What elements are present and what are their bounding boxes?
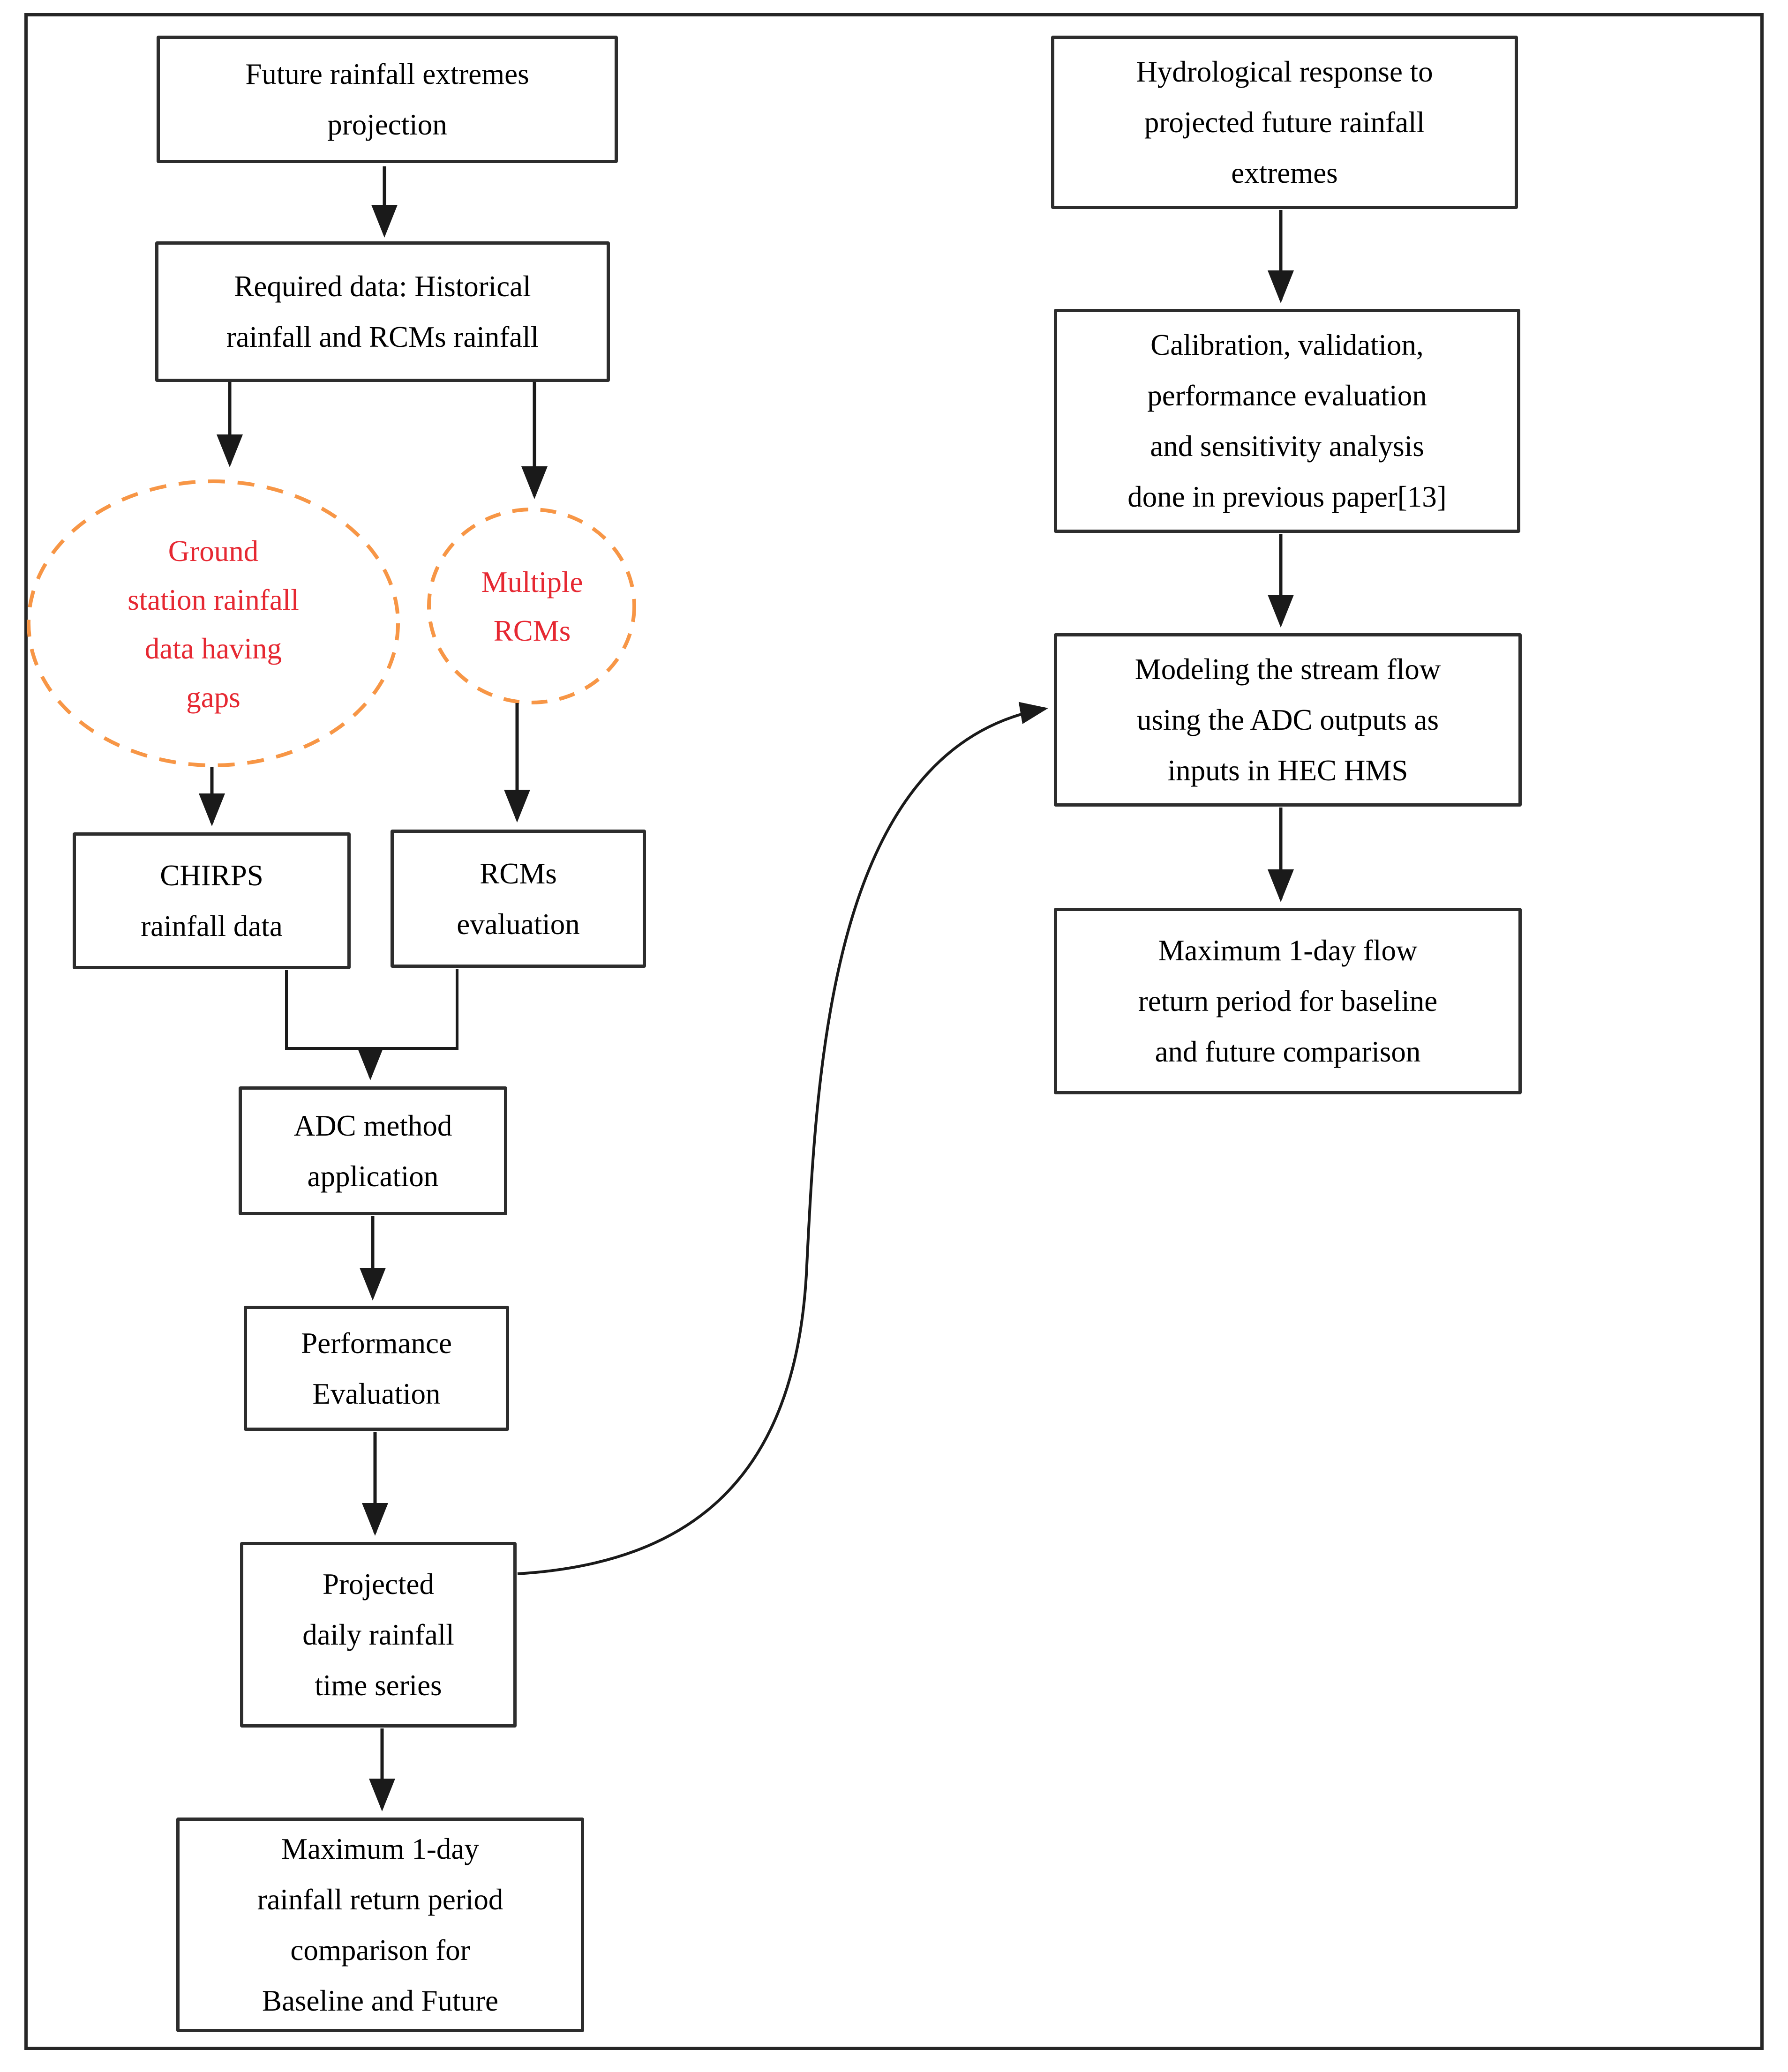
label-ground-station-gaps: Ground station rainfall data having gaps <box>128 535 299 714</box>
multiple-rcms-dashed-circle <box>427 508 636 704</box>
node-max-1day-flow-return: Maximum 1-day flow return period for bas… <box>1054 908 1522 1094</box>
node-future-rainfall-projection: Future rainfall extremes projection <box>157 36 618 163</box>
node-rcms-evaluation: RCMs evaluation <box>391 830 646 968</box>
ground-station-dashed-ellipse <box>27 479 400 767</box>
curved-arrow-projected-to-modeling <box>517 702 1048 1575</box>
merge-connector <box>285 969 458 1050</box>
node-performance-evaluation: Performance Evaluation <box>244 1306 509 1431</box>
node-projected-daily-rainfall: Projected daily rainfall time series <box>240 1542 517 1728</box>
node-modeling-stream-flow: Modeling the stream flow using the ADC o… <box>1054 633 1522 807</box>
node-adc-method-application: ADC method application <box>239 1086 507 1215</box>
node-hydrological-response: Hydrological response to projected futur… <box>1051 36 1518 209</box>
label-multiple-rcms: Multiple RCMs <box>481 566 583 647</box>
node-calibration-validation: Calibration, validation, performance eva… <box>1054 309 1520 533</box>
node-chirps-rainfall-data: CHIRPS rainfall data <box>73 832 351 969</box>
node-max-1day-rainfall-return: Maximum 1-day rainfall return period com… <box>176 1818 584 2032</box>
node-required-data: Required data: Historical rainfall and R… <box>155 241 610 382</box>
figure-border-frame <box>24 13 1764 2050</box>
